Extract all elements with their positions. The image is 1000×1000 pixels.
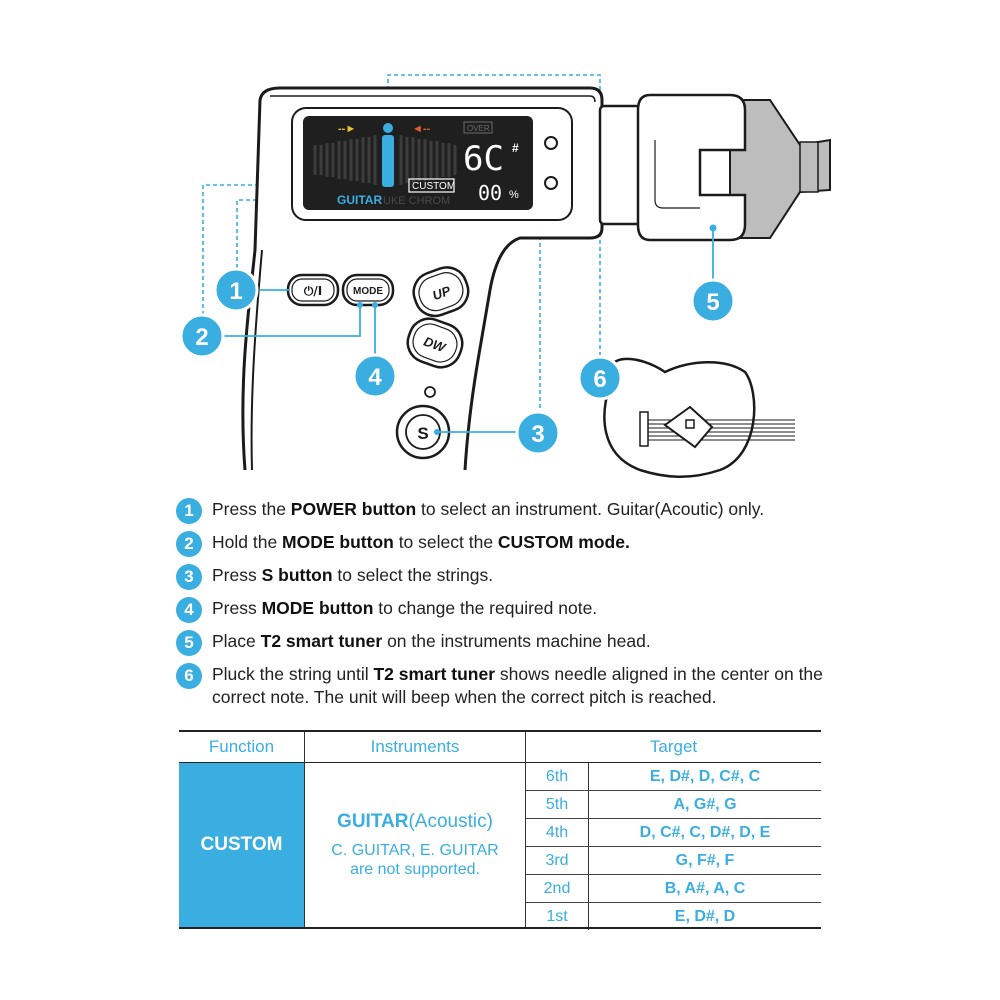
instrument-note-1: C. GUITAR, E. GUITAR — [331, 842, 499, 859]
callout-4: 4 — [352, 353, 398, 399]
column-divider — [525, 732, 526, 927]
instrument-cell: GUITAR(Acoustic) C. GUITAR, E. GUITAR ar… — [305, 763, 525, 927]
string-name: 3rd — [526, 847, 589, 874]
string-name: 1st — [526, 903, 589, 930]
target-notes: A, G#, G — [673, 796, 737, 813]
step-number: 3 — [176, 564, 202, 590]
column-divider — [304, 732, 305, 927]
step-1: 1 Press the POWER button to select an in… — [176, 498, 836, 524]
power-button[interactable]: ⏻/I — [286, 273, 340, 307]
callout-6: 6 — [577, 355, 623, 401]
instruction-list: 1 Press the POWER button to select an in… — [176, 498, 836, 719]
tuner-illustration: --► ◄-- OVER 6C # CUSTOM 00 % GUITAR UKE… — [179, 74, 831, 478]
table-row: 5th A, G#, G — [526, 791, 821, 819]
svg-text:S: S — [417, 424, 428, 443]
callout-connectors — [215, 289, 520, 435]
mode-guitar: GUITAR — [337, 193, 382, 207]
string-name: 2nd — [526, 875, 589, 902]
custom-mode-table: Function Instruments Target CUSTOM GUITA… — [179, 730, 821, 930]
tuner-clip — [598, 93, 831, 282]
target-notes: B, A#, A, C — [664, 880, 746, 897]
target-notes: E, D#, D, C#, C — [649, 768, 761, 785]
callout-5: 5 — [690, 278, 736, 324]
table-row: 3rd G, F#, F — [526, 847, 821, 875]
svg-text:2: 2 — [195, 324, 208, 351]
function-cell: CUSTOM — [179, 763, 304, 927]
target-notes: D, C#, C, D#, D, E — [639, 824, 771, 841]
svg-text:◄--: ◄-- — [412, 123, 431, 135]
callout-1: 1 — [213, 267, 259, 313]
svg-text:1: 1 — [229, 278, 242, 305]
string-name: 6th — [526, 763, 589, 790]
step-number: 6 — [176, 663, 202, 689]
svg-text:3: 3 — [531, 421, 544, 448]
cents-readout: 00 — [478, 181, 502, 205]
s-button[interactable]: S — [395, 404, 451, 460]
svg-text:--►: --► — [338, 123, 356, 135]
callout-2: 2 — [179, 313, 225, 359]
step-3: 3 Press S button to select the strings. — [176, 564, 836, 590]
step-4: 4 Press MODE button to change the requir… — [176, 597, 836, 623]
down-button[interactable]: DW — [402, 313, 468, 373]
svg-text:⏻/I: ⏻/I — [304, 284, 322, 298]
string-name: 5th — [526, 791, 589, 818]
svg-text:4: 4 — [368, 364, 382, 391]
table-row: 1st E, D#, D — [526, 903, 821, 930]
over-label: OVER — [467, 124, 490, 133]
step-number: 5 — [176, 630, 202, 656]
mode-button[interactable]: MODE — [341, 273, 395, 307]
mode-other: UKE CHROM — [383, 195, 450, 207]
step-6: 6 Pluck the string until T2 smart tuner … — [176, 663, 836, 709]
sharp-readout: # — [512, 141, 519, 155]
svg-text:UP: UP — [430, 283, 452, 303]
needle-meter — [313, 135, 457, 185]
table-row: 6th E, D#, D, C#, C — [526, 763, 821, 791]
percent-readout: % — [509, 189, 519, 201]
header-target: Target — [649, 737, 698, 756]
target-notes: G, F#, F — [675, 852, 735, 869]
table-row: 2nd B, A#, A, C — [526, 875, 821, 903]
instrument-note-2: are not supported. — [350, 861, 480, 878]
header-instruments: Instruments — [370, 737, 460, 756]
target-notes: E, D#, D — [674, 908, 736, 925]
target-rows: 6th E, D#, D, C#, C 5th A, G#, G 4th D, C#,… — [526, 763, 821, 930]
step-5: 5 Place T2 smart tuner on the instrument… — [176, 630, 836, 656]
instrument-main: GUITAR(Acoustic) — [337, 811, 493, 832]
note-readout: 6C — [463, 139, 504, 179]
step-number: 4 — [176, 597, 202, 623]
svg-text:MODE: MODE — [353, 286, 383, 297]
up-button[interactable]: UP — [408, 262, 474, 322]
table-row: 4th D, C#, C, D#, D, E — [526, 819, 821, 847]
header-function: Function — [208, 737, 275, 756]
custom-label: CUSTOM — [412, 181, 455, 192]
step-2: 2 Hold the MODE button to select the CUS… — [176, 531, 836, 557]
step-number: 2 — [176, 531, 202, 557]
callout-3: 3 — [515, 410, 561, 456]
header-divider — [179, 762, 821, 763]
guitar-icon — [603, 357, 795, 478]
string-name: 4th — [526, 819, 589, 846]
step-number: 1 — [176, 498, 202, 524]
tuner-display: --► ◄-- OVER 6C # CUSTOM 00 % GUITAR UKE… — [303, 116, 533, 210]
svg-text:6: 6 — [593, 366, 606, 393]
svg-text:5: 5 — [706, 289, 719, 316]
